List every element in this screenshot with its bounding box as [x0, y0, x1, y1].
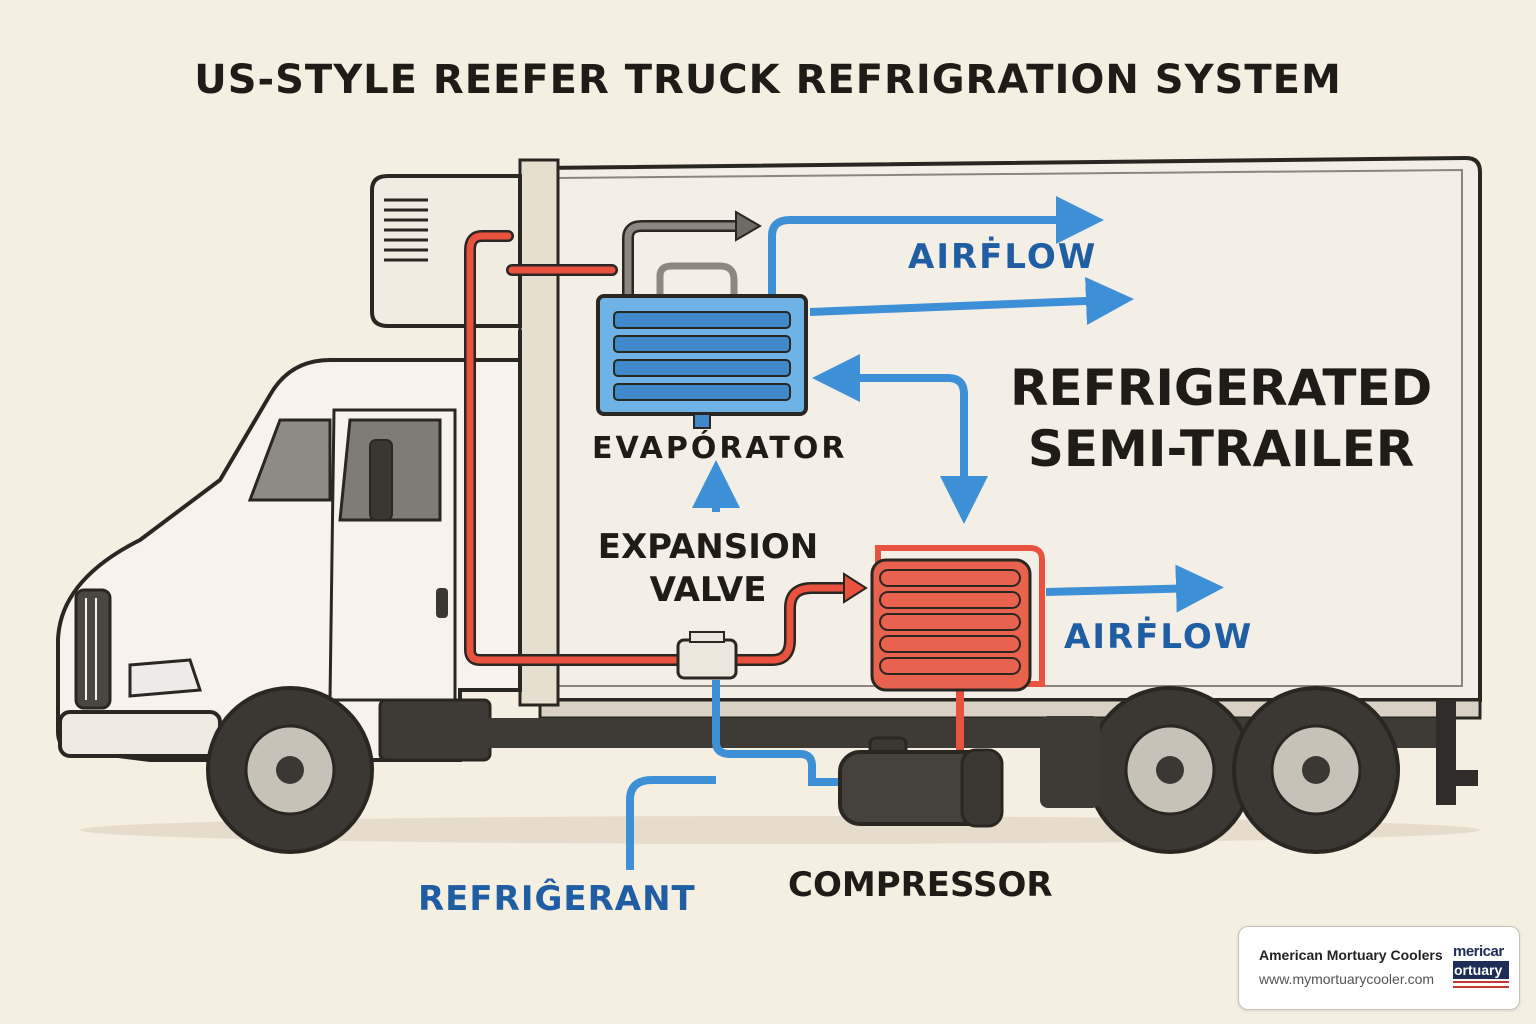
- grey-loop: [656, 262, 738, 300]
- compressor-label: COMPRESSOR: [788, 865, 1053, 905]
- rear-bumper: [1436, 700, 1456, 805]
- page-title: US-STYLE REEFER TRUCK REFRIGRATION SYSTE…: [194, 57, 1342, 103]
- brand-logo-line1: mericar: [1453, 943, 1504, 960]
- brand-logo-line2: ortuary: [1453, 961, 1509, 979]
- brand-logo: mericar ortuary: [1453, 941, 1509, 995]
- wheel-arch-block: [1040, 716, 1100, 808]
- brand-url[interactable]: www.mymortuarycooler.com: [1259, 971, 1435, 987]
- cold-line-mid: [809, 276, 1134, 325]
- brand-name: American Mortuary Coolers: [1259, 947, 1443, 963]
- compressor-component: [838, 736, 1004, 828]
- front-wheel: [206, 686, 374, 854]
- refrigerant-line: [712, 680, 840, 786]
- rear-bumper-bar: [1436, 770, 1478, 786]
- brand-badge[interactable]: American Mortuary Coolers www.mymortuary…: [1238, 926, 1520, 1010]
- fuel-tank: [378, 698, 492, 762]
- cold-line-condenser-out: [1045, 564, 1224, 613]
- brand-logo-stripe: [1453, 981, 1509, 983]
- refrigerant-label: REFRIĜERANT: [418, 879, 696, 919]
- rear-wheel-1: [1086, 686, 1254, 854]
- warm-arrowhead: [843, 572, 868, 604]
- evaporator-label: EVAPÓRATOR: [592, 431, 848, 466]
- brand-logo-stripe: [1453, 986, 1509, 988]
- grille: [74, 588, 112, 710]
- door-handle: [436, 588, 448, 618]
- airflow-top-label: AIRḞLOW: [908, 237, 1098, 277]
- airflow-bottom-label: AIRḞLOW: [1064, 617, 1254, 657]
- side-mirror: [369, 439, 393, 521]
- cold-line-loop: [842, 374, 988, 524]
- reefer-unit: [370, 174, 522, 328]
- condenser: [870, 545, 1045, 692]
- evaporator: [596, 294, 808, 429]
- truck-cab: [56, 330, 522, 762]
- bumper: [58, 710, 222, 758]
- refrigerant-line-down: [626, 776, 716, 870]
- expansion-valve-component: [676, 631, 738, 680]
- rear-wheel-2: [1232, 686, 1400, 854]
- grey-arrowhead: [735, 210, 762, 242]
- windshield: [247, 418, 332, 502]
- headlight: [128, 658, 203, 698]
- cold-line-top: [768, 196, 1104, 300]
